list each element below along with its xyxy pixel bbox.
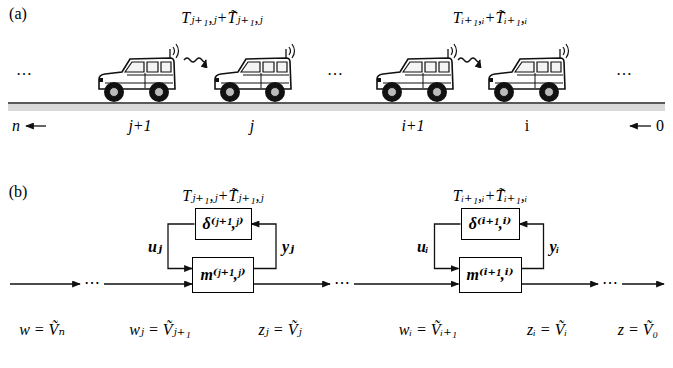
vehicle-index: i [525, 116, 529, 135]
panel-letter: (a) [9, 4, 27, 23]
car-icon [99, 44, 179, 102]
signal-line [10, 283, 80, 284]
block-label: δ⁽ⁱ⁺¹,ⁱ⁾ [469, 215, 512, 233]
road-band [8, 104, 665, 111]
delay-sum: Tᵢ₊₁,ᵢ+T̃ᵢ₊₁,ᵢ [453, 8, 528, 27]
delay-sum: Tⱼ₊₁,ⱼ+T̃ⱼ₊₁,ⱼ [182, 186, 264, 205]
feedback-connector [252, 224, 277, 269]
vehicle-index: i+1 [401, 116, 424, 135]
vehicle-index: n [12, 116, 20, 135]
model-block: m⁽ⁱ⁺¹,ⁱ⁾ [459, 257, 522, 293]
vehicle-index: 0 [656, 116, 664, 135]
model-block: m⁽ʲ⁺¹,ʲ⁾ [192, 257, 254, 293]
direction-arrow [630, 125, 651, 126]
signal-line [254, 283, 330, 284]
signal-name: z = Ṽ₀ [618, 320, 658, 339]
signal-label: uᵢ [416, 237, 430, 256]
car-icon [215, 44, 295, 102]
vehicle-index: j+1 [128, 116, 151, 135]
signal-name: zⱼ = Ṽⱼ [258, 320, 301, 339]
direction-arrow [26, 125, 46, 126]
delay-sum: Tᵢ₊₁,ᵢ+T̃ᵢ₊₁,ᵢ [453, 186, 528, 205]
ellipsis: ⋯ [84, 273, 100, 292]
block-label: δ⁽ʲ⁺¹,ʲ⁾ [203, 215, 244, 233]
signal-line [104, 283, 192, 284]
signal-line [522, 283, 599, 284]
ellipsis: ⋯ [602, 273, 618, 292]
block-label: m⁽ⁱ⁺¹,ⁱ⁾ [467, 266, 514, 284]
signal-line [622, 283, 664, 284]
feedback-connector [520, 224, 544, 269]
wireless-arrow [458, 58, 480, 62]
delay-block: δ⁽ⁱ⁺¹,ⁱ⁾ [461, 208, 520, 240]
signal-name: zᵢ = Ṽᵢ [527, 320, 567, 339]
ellipsis: … [16, 60, 32, 79]
signal-label: yᵢ [549, 237, 561, 256]
feedback-connector [168, 224, 195, 269]
ellipsis: … [616, 60, 632, 79]
signal-name: w = Ṽₙ [19, 320, 65, 339]
feedback-connector [435, 224, 461, 269]
panel-letter: (b) [9, 182, 28, 201]
road-line [8, 102, 665, 104]
vehicle-index: j [250, 116, 254, 135]
signal-label: uⱼ [147, 237, 163, 256]
car-icon [377, 44, 457, 102]
ellipsis: … [327, 60, 343, 79]
delay-sum: Tⱼ₊₁,ⱼ+T̃ⱼ₊₁,ⱼ [181, 8, 263, 27]
wireless-arrow [184, 58, 206, 62]
delay-block: δ⁽ʲ⁺¹,ʲ⁾ [195, 208, 252, 240]
signal-name: wᵢ = Ṽᵢ₊₁ [399, 320, 457, 339]
signal-label: yⱼ [281, 237, 295, 256]
signal-name: wⱼ = Ṽⱼ₊₁ [129, 320, 191, 339]
ellipsis: ⋯ [334, 273, 350, 292]
car-icon [489, 44, 569, 102]
block-label: m⁽ʲ⁺¹,ʲ⁾ [200, 266, 245, 284]
signal-line [354, 283, 459, 284]
